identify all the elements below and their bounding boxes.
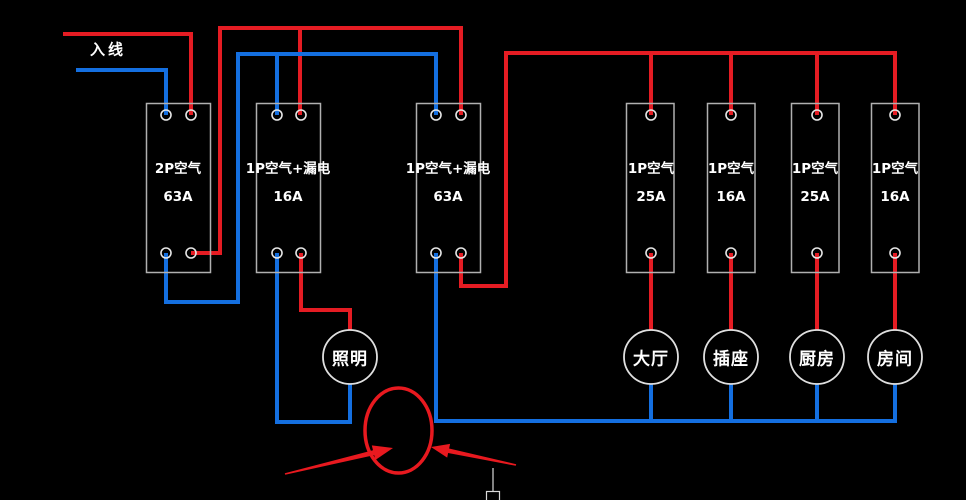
breaker-label-main-2p: 2P空气 63A bbox=[155, 162, 201, 205]
annotation-arrow-left bbox=[284, 445, 393, 475]
breaker-rating-label: 63A bbox=[163, 189, 193, 205]
terminal bbox=[455, 247, 467, 259]
wire-neutral-lighting-return bbox=[275, 253, 352, 424]
load-label-hall: 大厅 bbox=[633, 349, 669, 370]
breaker-box-hall bbox=[625, 102, 675, 274]
breaker-type-label: 1P空气 bbox=[627, 161, 675, 177]
terminal bbox=[295, 247, 307, 259]
breaker-label-room: 1P空气 16A bbox=[872, 162, 918, 205]
load-circle-kitchen bbox=[789, 329, 845, 385]
load-label-lighting: 照明 bbox=[332, 349, 368, 370]
breaker-label-sub-rcd: 1P空气+漏电 63A bbox=[406, 162, 491, 205]
terminal bbox=[185, 109, 197, 121]
breaker-box-kitchen bbox=[790, 102, 840, 274]
load-label-socket: 插座 bbox=[713, 349, 749, 370]
highlight-ellipse bbox=[363, 386, 434, 475]
breaker-label-hall: 1P空气 25A bbox=[628, 162, 674, 205]
cursor-pickbox bbox=[485, 490, 501, 500]
breaker-type-label: 1P空气 bbox=[871, 161, 919, 177]
breaker-terminals bbox=[160, 109, 901, 259]
breaker-rating-label: 16A bbox=[716, 189, 746, 205]
breaker-label-lighting-rcd: 1P空气+漏电 16A bbox=[246, 162, 331, 205]
terminal bbox=[185, 247, 197, 259]
breaker-box-main-2p bbox=[145, 102, 212, 274]
terminal bbox=[455, 109, 467, 121]
breaker-rating-label: 25A bbox=[636, 189, 666, 205]
breaker-label-kitchen: 1P空气 25A bbox=[792, 162, 838, 205]
breaker-type-label: 1P空气+漏电 bbox=[405, 161, 491, 177]
wire-neutral-main-out-rail bbox=[164, 52, 438, 304]
terminal bbox=[645, 247, 657, 259]
load-label-room: 房间 bbox=[877, 349, 913, 370]
wire-neutral-incoming bbox=[76, 68, 168, 115]
wire-live-main-to-upstream-rail bbox=[191, 26, 463, 255]
wire-neutral-bottom-rail bbox=[434, 253, 897, 423]
terminal bbox=[889, 247, 901, 259]
terminal bbox=[271, 109, 283, 121]
breaker-boxes bbox=[145, 102, 920, 274]
breaker-type-label: 1P空气 bbox=[791, 161, 839, 177]
terminal bbox=[811, 109, 823, 121]
breaker-rating-label: 16A bbox=[273, 189, 303, 205]
terminal bbox=[725, 247, 737, 259]
terminal bbox=[160, 247, 172, 259]
load-circle-socket bbox=[703, 329, 759, 385]
breaker-type-label: 2P空气 bbox=[154, 161, 202, 177]
terminal bbox=[430, 247, 442, 259]
terminal bbox=[725, 109, 737, 121]
annotation-arrow-right bbox=[431, 443, 517, 466]
terminal bbox=[889, 109, 901, 121]
breaker-type-label: 1P空气+漏电 bbox=[245, 161, 331, 177]
wire-live-breaker2-to-lighting bbox=[299, 253, 352, 331]
terminal bbox=[160, 109, 172, 121]
breaker-rating-label: 16A bbox=[880, 189, 910, 205]
breaker-box-sub-rcd bbox=[415, 102, 482, 274]
load-label-kitchen: 厨房 bbox=[799, 349, 835, 370]
terminal bbox=[295, 109, 307, 121]
load-circle-lighting bbox=[322, 329, 378, 385]
breaker-label-socket: 1P空气 16A bbox=[708, 162, 754, 205]
wire-live-incoming bbox=[63, 32, 193, 115]
breaker-box-room bbox=[870, 102, 920, 274]
cad-cursor[interactable] bbox=[485, 468, 501, 500]
load-circles bbox=[322, 329, 923, 385]
load-circle-room bbox=[867, 329, 923, 385]
wire-live-breaker3-out-rail bbox=[459, 51, 897, 288]
neutral-wires bbox=[76, 52, 897, 424]
breaker-box-socket bbox=[706, 102, 756, 274]
terminal bbox=[645, 109, 657, 121]
terminal bbox=[430, 109, 442, 121]
terminal bbox=[271, 247, 283, 259]
annotation-highlight bbox=[284, 386, 517, 475]
breaker-rating-label: 63A bbox=[433, 189, 463, 205]
breaker-rating-label: 25A bbox=[800, 189, 830, 205]
terminal bbox=[811, 247, 823, 259]
breaker-type-label: 1P空气 bbox=[707, 161, 755, 177]
breaker-box-lighting-rcd bbox=[255, 102, 322, 274]
load-circle-hall bbox=[623, 329, 679, 385]
incoming-line-label: 入线 bbox=[89, 40, 127, 59]
